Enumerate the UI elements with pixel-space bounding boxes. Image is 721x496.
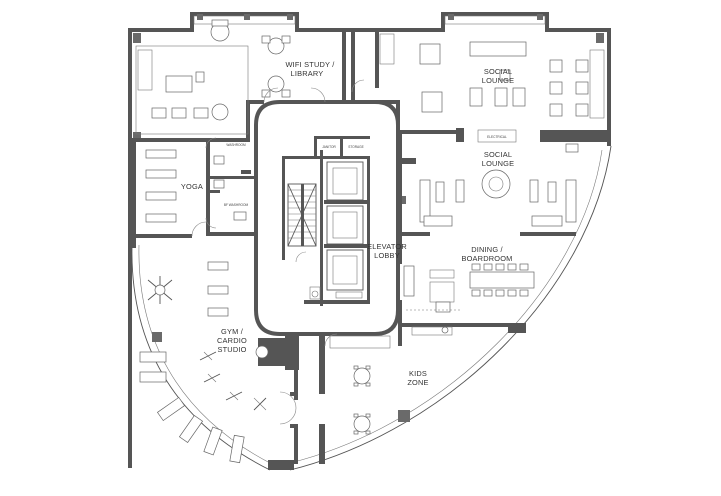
label-lobby: LOBBY (374, 251, 400, 260)
study-furniture (135, 19, 365, 135)
label-social-lounge-1b: LOUNGE (482, 76, 514, 85)
label-library: LIBRARY (291, 69, 324, 78)
yoga-furniture (145, 137, 251, 237)
lounge-2-furniture (402, 169, 577, 227)
dining-furniture (403, 263, 535, 336)
label-studio: STUDIO (217, 345, 246, 354)
label-social-lounge-2b: LOUNGE (482, 159, 514, 168)
label-dining: DINING / (471, 245, 503, 254)
stair (287, 183, 317, 247)
label-storage: STORAGE (348, 145, 364, 149)
small-labels: WASHROOM BF WASHROOM JANITOR STORAGE ELE… (224, 135, 507, 207)
kids-furniture (324, 333, 391, 435)
label-janitor: JANITOR (322, 145, 336, 149)
label-social-lounge-2a: SOCIAL (484, 150, 512, 159)
label-boardroom: BOARDROOM (461, 254, 512, 263)
room-labels: WIFI STUDY / LIBRARY SOCIAL LOUNGE SOCIA… (181, 60, 514, 387)
label-social-lounge-1a: SOCIAL (484, 67, 512, 76)
label-electrical: ELECTRICAL (487, 135, 507, 139)
label-wifi-study: WIFI STUDY / (285, 60, 335, 69)
central-core (254, 100, 400, 336)
label-washroom: WASHROOM (226, 143, 246, 147)
lounge-top-furniture (379, 33, 605, 153)
elevator-shafts (309, 161, 368, 300)
window-bands (133, 14, 604, 422)
label-gym: GYM / (221, 327, 244, 336)
label-yoga: YOGA (181, 182, 203, 191)
label-kids: KIDS (409, 369, 427, 378)
label-bf-washroom-1: BF WASHROOM (224, 203, 249, 207)
label-zone: ZONE (407, 378, 428, 387)
label-elevator: ELEVATOR (367, 242, 407, 251)
gym-furniture (139, 261, 297, 464)
label-cardio: CARDIO (217, 336, 247, 345)
